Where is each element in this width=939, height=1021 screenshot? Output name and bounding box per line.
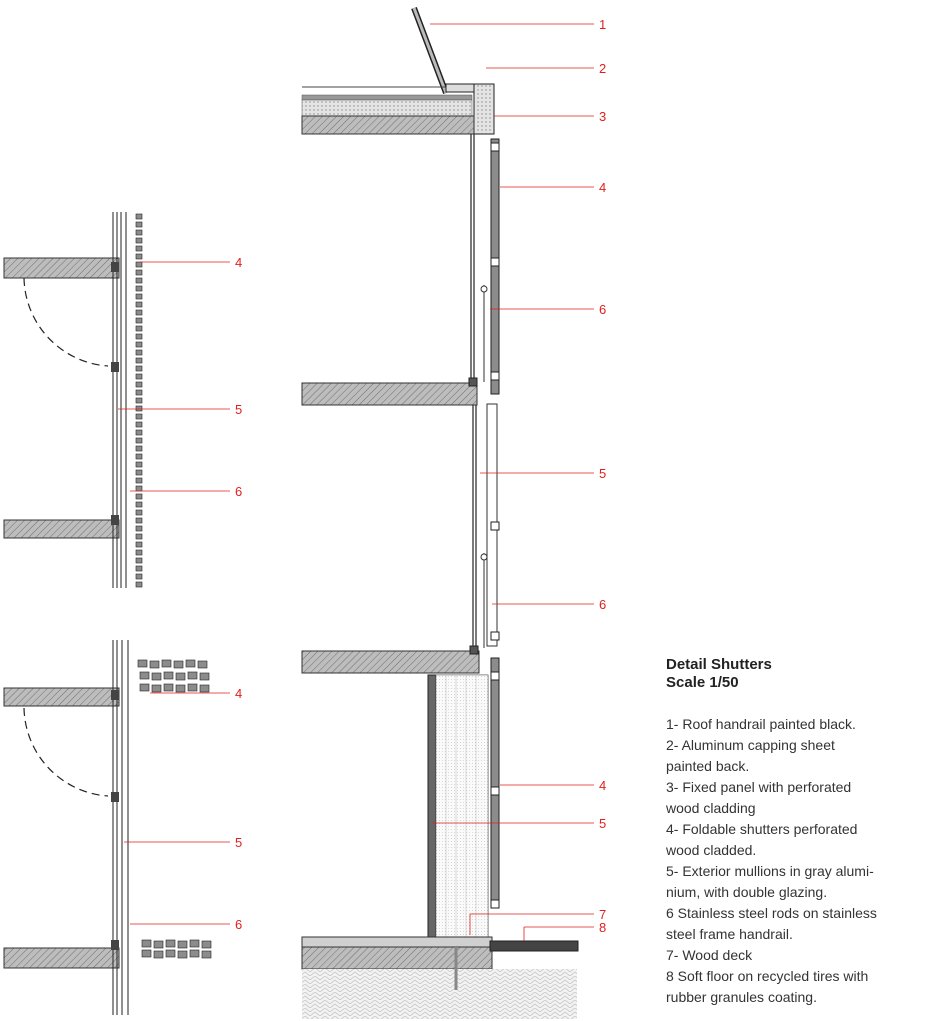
callouts: 1 2 3 4 6 5 6 4 5 78 4 5 6 4 5 6 — [118, 17, 606, 941]
legend-item: wood cladding — [666, 800, 756, 816]
callout-number: 3 — [599, 109, 606, 124]
callout-number: 4 — [235, 686, 242, 701]
legend-item: rubber granules coating. — [666, 989, 817, 1005]
legend-item: steel frame handrail. — [666, 926, 793, 942]
legend-scale: Scale 1/50 — [666, 674, 739, 691]
legend-item: 1- Roof handrail painted black. — [666, 716, 856, 732]
floor-slab-lower — [301, 650, 480, 674]
legend-item: nium, with double glazing. — [666, 884, 828, 900]
section-drawing — [301, 6, 579, 1019]
legend-item: 8 Soft floor on recycled tires with — [666, 968, 869, 984]
callout-number: 2 — [599, 61, 606, 76]
callout-number: 6 — [599, 302, 606, 317]
foldable-shutter-lower — [490, 657, 500, 904]
legend-item: 4- Foldable shutters perforated — [666, 821, 858, 837]
wood-deck — [301, 936, 493, 948]
callout-number: 4 — [599, 778, 606, 793]
soil — [302, 969, 577, 1019]
legend-item: painted back. — [666, 758, 750, 774]
callout-number: 6 — [235, 484, 242, 499]
legend-item: 6 Stainless steel rods on stainless — [666, 905, 877, 921]
callout-number: 5 — [235, 402, 242, 417]
roof-handrail — [411, 6, 449, 95]
callout-number: 5 — [235, 835, 242, 850]
callout-number: 5 — [599, 816, 606, 831]
plan-top-shutter-slats — [135, 213, 143, 588]
callout-number: 6 — [235, 917, 242, 932]
legend-title: Detail Shutters — [666, 656, 772, 673]
plan-top-door-swing — [23, 277, 109, 367]
plan-top-wall-upper — [3, 257, 120, 279]
ground-glazing — [427, 674, 489, 938]
callout-number: 1 — [599, 17, 606, 32]
callout-number: 6 — [599, 597, 606, 612]
legend-item: 7- Wood deck — [666, 947, 753, 963]
legend-item: 2- Aluminum capping sheet — [666, 737, 835, 753]
plan-top-drawing — [3, 212, 143, 588]
capping-sheet — [445, 83, 477, 93]
fixed-panel — [473, 83, 495, 135]
callout-number: 8 — [599, 920, 606, 935]
callout-number: 5 — [599, 466, 606, 481]
callout-number: 4 — [599, 180, 606, 195]
plan-bottom-door-swing — [23, 707, 109, 797]
plan-bottom-folded-shutters — [137, 659, 212, 959]
plan-bottom-wall-upper — [3, 687, 120, 707]
legend-item: 3- Fixed panel with perforated — [666, 779, 852, 795]
callout-number: 4 — [235, 255, 242, 270]
legend-item: wood cladded. — [666, 842, 757, 858]
mullions — [468, 134, 479, 655]
ground-slab — [301, 946, 493, 970]
roof-slab — [301, 115, 475, 135]
legend-item: 5- Exterior mullions in gray alumi- — [666, 863, 874, 879]
floor-slab-upper — [301, 382, 478, 406]
plan-bottom-drawing — [3, 640, 212, 1015]
soft-floor — [489, 940, 579, 952]
plan-bottom-wall-lower — [3, 947, 120, 969]
callout-number: 7 — [599, 907, 606, 922]
plan-top-wall-lower — [3, 519, 120, 539]
legend: Detail Shutters Scale 1/50 1- Roof handr… — [666, 656, 936, 1008]
